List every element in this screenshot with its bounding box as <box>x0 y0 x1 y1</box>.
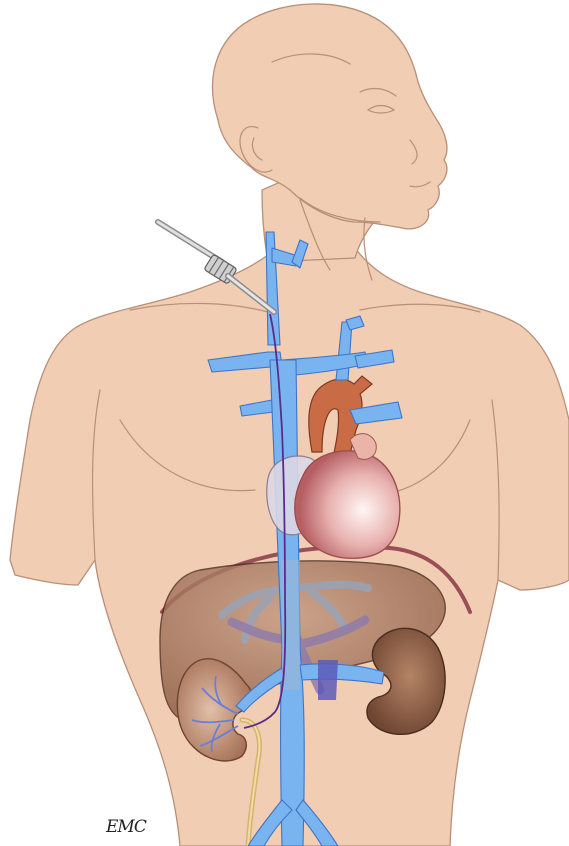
artist-signature: EMC <box>106 817 146 837</box>
head <box>213 4 447 229</box>
ventricles <box>295 451 400 559</box>
